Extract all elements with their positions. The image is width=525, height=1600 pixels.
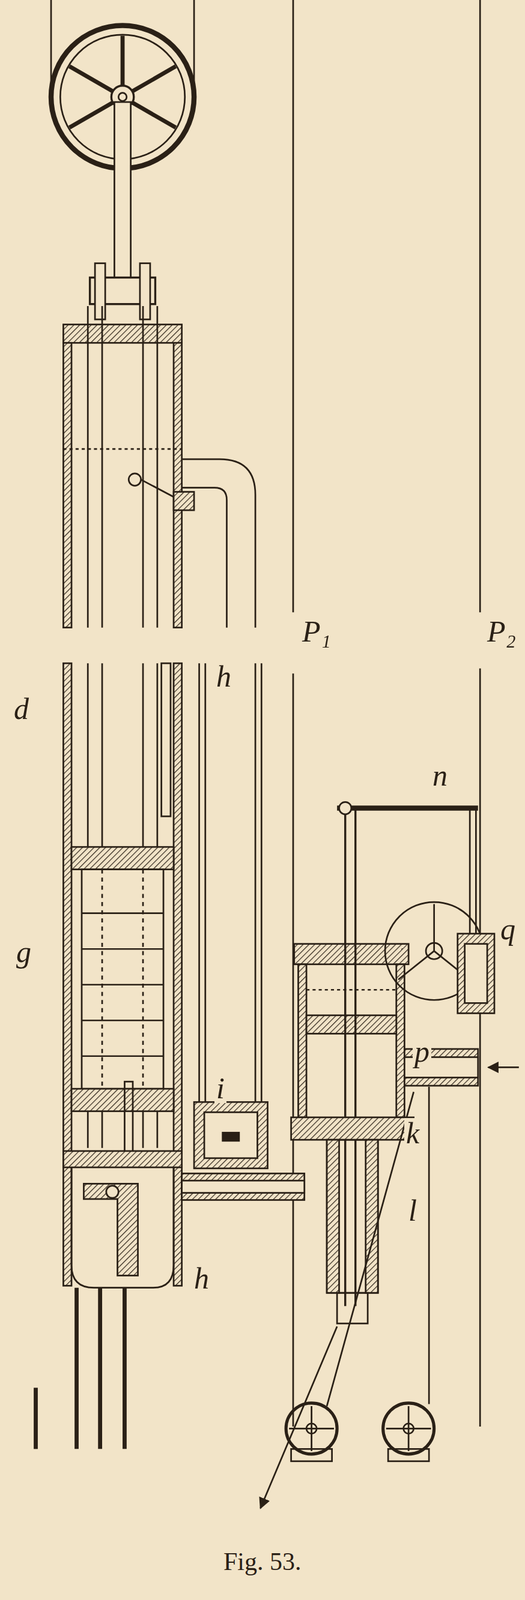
- part-letter: n: [430, 761, 450, 792]
- part-letter: q: [498, 914, 518, 945]
- part-letter: l: [406, 1196, 419, 1227]
- part-letter: k: [404, 1119, 422, 1150]
- part-letter: g: [14, 937, 34, 968]
- part-letter: p: [412, 1037, 432, 1068]
- part-letter: i: [214, 1074, 227, 1105]
- part-letter: P₂: [485, 616, 518, 647]
- part-letter: h: [214, 661, 234, 692]
- part-letter: d: [12, 694, 31, 725]
- part-letter: P₁: [300, 616, 333, 647]
- figure-caption: Fig. 53.: [221, 1550, 304, 1576]
- part-letter: h: [192, 1264, 211, 1295]
